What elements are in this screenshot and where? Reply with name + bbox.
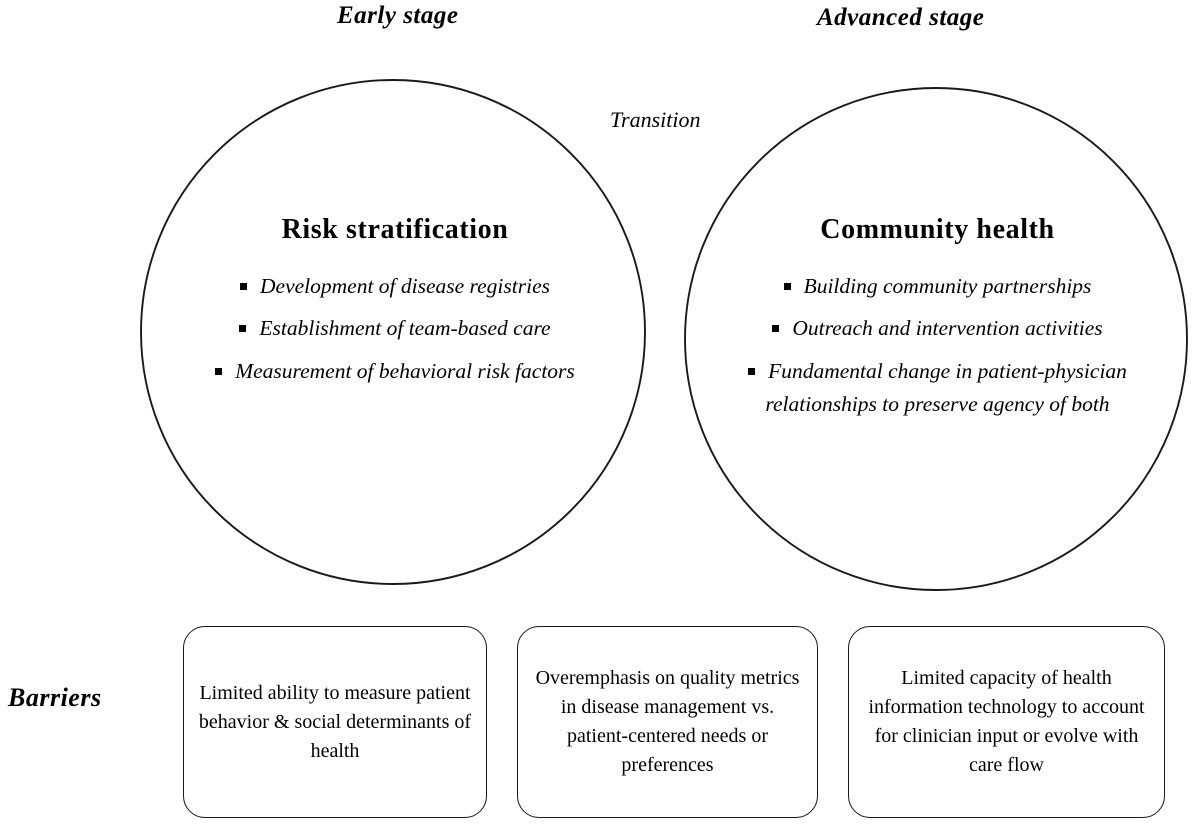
transition-label: Transition [610,107,701,132]
square-bullet-icon [240,283,247,290]
list-item-label: Building community partnerships [803,274,1092,298]
list-item: Outreach and intervention activities [690,312,1185,345]
risk-stratification-title: Risk stratification [281,214,509,245]
barrier-text: Limited ability to measure patient behav… [198,681,472,762]
early-stage-content: Risk stratification Development of disea… [150,214,640,397]
early-stage-label: Early stage [337,2,459,29]
square-bullet-icon [783,283,791,290]
square-bullet-icon [215,367,223,375]
barrier-box-measurement: Limited ability to measure patient behav… [183,626,487,818]
barrier-text: Overemphasis on quality metrics in disea… [535,667,800,776]
list-item: Development of disease registries [150,270,640,303]
list-item-label: Fundamental change in patient-physician … [765,358,1127,416]
barrier-box-health-it: Limited capacity of health information t… [848,626,1165,818]
list-item-label: Measurement of behavioral risk factors [235,358,575,383]
square-bullet-icon [239,325,247,333]
advanced-stage-content: Community health Building community part… [690,214,1185,430]
advanced-stage-bullet-list: Building community partnerships Outreach… [690,270,1185,421]
list-item-label: Development of disease registries [260,274,550,298]
list-item-label: Outreach and intervention activities [792,316,1103,341]
list-item: Establishment of team-based care [150,312,640,345]
community-health-title: Community health [820,214,1055,245]
list-item: Building community partnerships [690,270,1185,303]
advanced-stage-label: Advanced stage [817,4,985,31]
list-item: Fundamental change in patient-physician … [690,355,1185,422]
square-bullet-icon [772,325,780,333]
barriers-label: Barriers [8,683,102,712]
list-item-label: Establishment of team-based care [259,316,551,341]
barrier-box-quality-metrics: Overemphasis on quality metrics in disea… [517,626,818,818]
list-item: Measurement of behavioral risk factors [150,355,640,388]
early-stage-bullet-list: Development of disease registries Establ… [150,270,640,388]
barrier-text: Limited capacity of health information t… [868,667,1145,776]
square-bullet-icon [748,367,756,375]
